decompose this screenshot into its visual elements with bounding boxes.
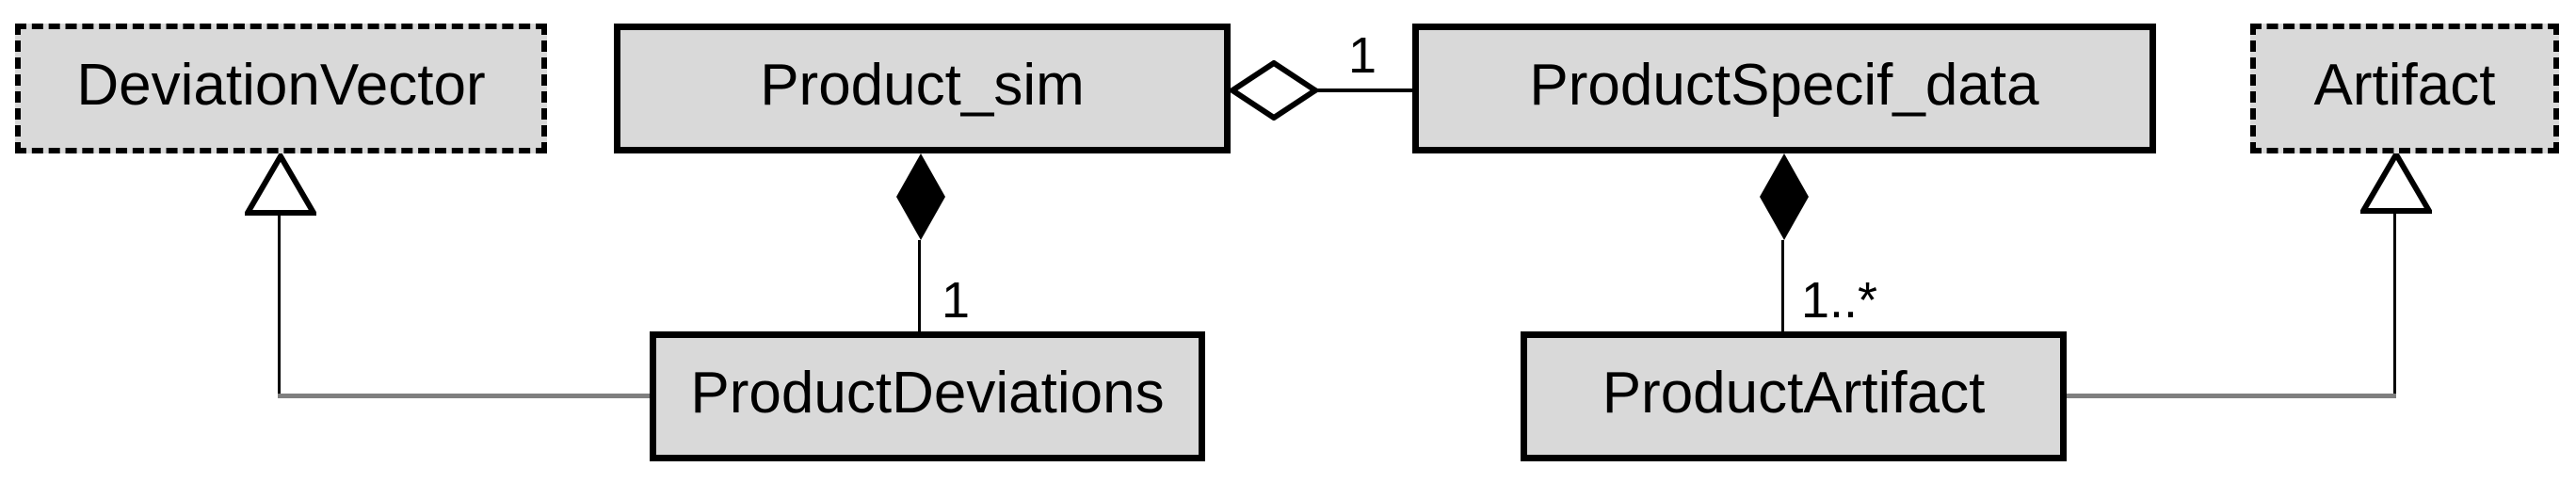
class-productartifact: ProductArtifact: [1521, 331, 2067, 461]
class-name-productartifact: ProductArtifact: [1602, 361, 1986, 426]
composition-filled-diamond-right-icon: [1760, 153, 1809, 240]
class-name-productspecif-data: ProductSpecif_data: [1529, 53, 2039, 118]
composition-right-line: [1781, 240, 1784, 331]
composition-left-line: [918, 240, 921, 331]
composition-filled-diamond-left-icon: [896, 153, 945, 240]
class-productspecif-data: ProductSpecif_data: [1412, 24, 2156, 153]
aggregation-open-diamond-icon: [1230, 60, 1318, 121]
class-name-product-sim: Product_sim: [760, 53, 1085, 118]
class-artifact: Artifact: [2250, 24, 2559, 153]
multiplicity-label-composition-right: 1..*: [1801, 272, 1878, 329]
class-name-artifact: Artifact: [2313, 53, 2496, 118]
generalization-left-vertical-line: [278, 215, 281, 396]
class-product-sim: Product_sim: [614, 24, 1231, 153]
generalization-triangle-left-icon: [245, 153, 316, 216]
multiplicity-label-composition-left: 1: [942, 272, 971, 329]
class-name-deviationvector: DeviationVector: [76, 53, 486, 118]
multiplicity-label-aggregation: 1: [1348, 27, 1377, 84]
generalization-right-horizontal-line: [2067, 394, 2396, 398]
generalization-left-horizontal-line: [278, 394, 650, 398]
class-deviationvector: DeviationVector: [15, 24, 547, 153]
aggregation-line: [1309, 89, 1412, 92]
class-name-productdeviations: ProductDeviations: [690, 361, 1165, 426]
class-productdeviations: ProductDeviations: [650, 331, 1205, 461]
generalization-triangle-right-icon: [2360, 151, 2432, 214]
generalization-right-vertical-line: [2393, 213, 2396, 396]
